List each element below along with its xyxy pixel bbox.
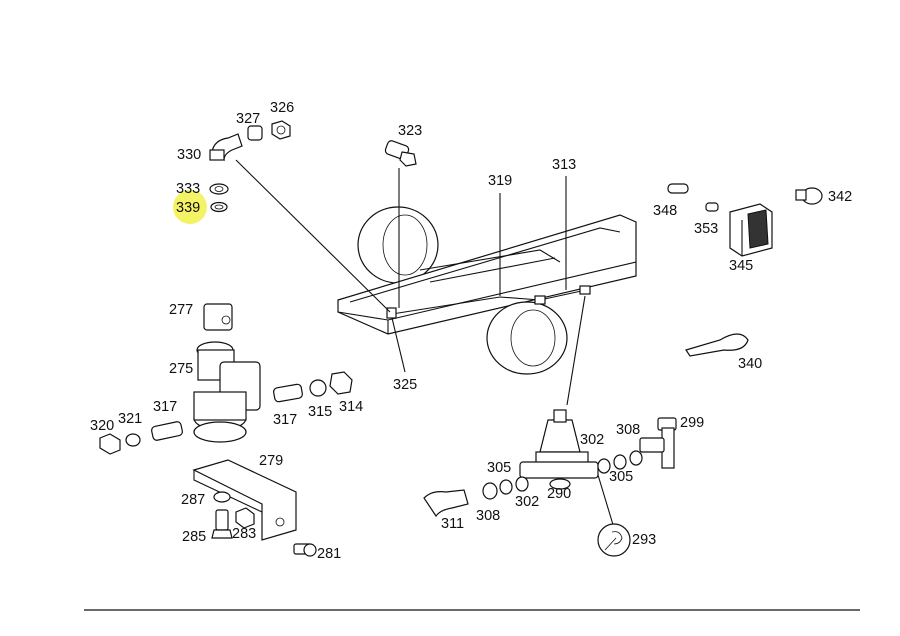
label-313: 313 (552, 157, 576, 173)
elbow-311 (423, 489, 469, 518)
label-353: 353 (694, 221, 718, 237)
label-314: 314 (339, 399, 363, 415)
distributor-290 (519, 409, 599, 490)
label-287: 287 (181, 492, 205, 508)
label-330: 330 (177, 147, 201, 163)
fitting-321 (125, 433, 141, 447)
label-308-left: 308 (476, 508, 500, 524)
label-325: 325 (393, 377, 417, 393)
fitting-317-left (151, 421, 183, 441)
label-311: 311 (441, 516, 464, 532)
label-342: 342 (828, 189, 852, 205)
label-290: 290 (547, 486, 571, 502)
label-308-right: 308 (616, 422, 640, 438)
washer-339 (210, 201, 228, 213)
elbow-330 (209, 133, 243, 162)
label-283: 283 (232, 526, 256, 542)
wrench-icon (597, 523, 631, 557)
label-315: 315 (308, 404, 332, 420)
nut-314 (329, 371, 353, 395)
label-305-right: 305 (609, 469, 633, 485)
fitting-323 (384, 140, 417, 167)
label-293: 293 (632, 532, 656, 548)
label-305-left: 305 (487, 460, 511, 476)
fitting-315 (309, 379, 327, 397)
bulb-348 (667, 183, 689, 194)
fitting-317-right (273, 383, 303, 403)
label-285: 285 (182, 529, 206, 545)
label-277: 277 (169, 302, 193, 318)
label-321: 321 (118, 411, 142, 427)
sensor-342 (795, 187, 823, 205)
part-labels: 326 327 330 333 339 323 319 313 348 342 … (90, 100, 852, 562)
label-326: 326 (270, 100, 294, 116)
bracket-279 (192, 459, 297, 541)
highlight-marker (173, 190, 207, 224)
valve-275 (193, 341, 261, 443)
tee-299 (639, 417, 677, 469)
label-302-bottom: 302 (515, 494, 539, 510)
label-327: 327 (236, 111, 260, 127)
label-281: 281 (317, 546, 341, 562)
label-348: 348 (653, 203, 677, 219)
label-345: 345 (729, 258, 753, 274)
bolt-281 (293, 543, 317, 557)
label-333: 333 (176, 181, 200, 197)
label-339: 339 (176, 200, 200, 216)
washer-287 (213, 491, 231, 503)
leader-lines (235, 159, 615, 529)
nut-283 (235, 507, 255, 529)
nut-320 (99, 433, 121, 455)
lamp-353 (705, 202, 719, 212)
label-319: 319 (488, 173, 512, 189)
label-302-top: 302 (580, 432, 604, 448)
label-275: 275 (169, 361, 193, 377)
nut-333 (209, 183, 229, 195)
label-317-right: 317 (273, 412, 297, 428)
fitting-326 (271, 120, 291, 140)
label-279: 279 (259, 453, 283, 469)
label-340: 340 (738, 356, 762, 372)
fitting-327 (247, 125, 263, 141)
fittings-left-chain (482, 476, 529, 500)
label-320: 320 (90, 418, 114, 434)
label-323: 323 (398, 123, 422, 139)
switch-345 (729, 203, 773, 257)
connector-277 (203, 303, 233, 331)
fittings-right-chain (597, 450, 643, 474)
label-317-left: 317 (153, 399, 177, 415)
chassis-frame (337, 206, 637, 375)
label-299: 299 (680, 415, 704, 431)
cable-tie-340 (685, 333, 749, 357)
bolt-285 (211, 509, 233, 539)
